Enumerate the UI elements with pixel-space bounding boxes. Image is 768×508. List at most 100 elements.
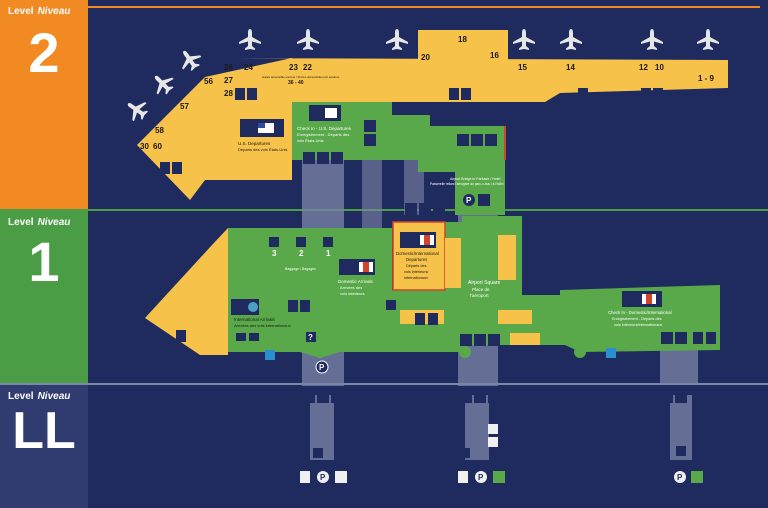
us-departures-fr: Départs des vols États-Unis <box>238 147 287 152</box>
us-departures-title: U.S. Departures <box>238 141 271 146</box>
gate-label: 30 <box>140 142 149 151</box>
baggage-carousels: 3 2 1 <box>269 237 333 258</box>
gate-label: 24 <box>244 63 253 72</box>
top-border <box>88 6 760 8</box>
gate-sub-label: 36 - 40 <box>288 80 304 86</box>
domestic-arrivals-title: Domestic Arrivals <box>338 279 374 284</box>
gate-label: 23 <box>289 63 298 72</box>
escalator-icon <box>661 391 673 403</box>
airplane-icon <box>147 68 178 99</box>
checkin-dom-fr1: Enregistrement - Départs des <box>612 317 662 321</box>
level-caption-fr: Niveau <box>37 217 71 228</box>
phone-icon <box>265 350 275 360</box>
gate-label: 1 - 9 <box>698 74 715 83</box>
parking-icon <box>315 360 329 374</box>
level-caption-fr: Niveau <box>37 391 71 402</box>
restroom-icon <box>415 313 425 325</box>
hotel-link-en: Airport Bridge to Parkade / Hotel <box>450 177 501 181</box>
gate-label: 10 <box>655 63 664 72</box>
airplane-icon <box>297 29 319 50</box>
bus-icon <box>478 194 490 206</box>
gate-label: 18 <box>458 35 467 44</box>
level-2-number: 2 <box>28 21 60 84</box>
gate-label: 20 <box>421 53 430 62</box>
level2-checkin-area <box>292 102 505 172</box>
bus-icon <box>493 471 505 483</box>
dom-intl-dep-fr2: vols intérieurs/ <box>404 270 429 274</box>
airport-square-fr1: Place de <box>472 287 490 292</box>
escalator-icon <box>364 134 376 146</box>
escalator-icon <box>675 391 687 403</box>
restroom-icon <box>578 88 588 100</box>
gate-label: 15 <box>518 63 527 72</box>
checkin-us-fr1: Enregistrement - Départs des <box>297 132 349 137</box>
escalator-icon <box>488 391 500 403</box>
level1-west-wing <box>145 228 228 355</box>
svg-text:P: P <box>466 196 472 205</box>
gate-label: 60 <box>153 142 162 151</box>
baggage-icon <box>323 237 333 247</box>
bus-icon <box>249 333 259 341</box>
restroom-icon <box>428 313 438 325</box>
escalator-icon <box>405 203 417 215</box>
airplane-icon <box>239 29 261 50</box>
escalator-icon <box>485 134 497 146</box>
escalator-icon <box>433 203 445 215</box>
level2-bridge <box>455 160 505 215</box>
checkin-us-fr2: vols États-Unis <box>297 138 324 143</box>
escalator-icon <box>661 332 673 344</box>
gate-label: 22 <box>303 63 312 72</box>
svg-text:P: P <box>677 473 683 482</box>
domestic-arrivals-fr1: Arrivées des <box>340 285 362 290</box>
gate-label: 56 <box>204 77 213 86</box>
gate-label: 27 <box>224 76 233 85</box>
restroom-icon <box>458 471 468 483</box>
airplane-icon <box>174 44 205 75</box>
restroom-icon <box>160 162 170 174</box>
info-icon <box>488 424 498 434</box>
airport-square-title: Airport Square <box>468 280 500 286</box>
level1-shop-strip-2 <box>498 310 532 324</box>
escalator-icon <box>419 203 431 215</box>
dom-intl-dep-title1: Domestic/International <box>396 251 439 256</box>
carousel-label: 1 <box>326 249 331 258</box>
gate-bus-caption: Gates accessible via bus / Portes access… <box>262 75 340 79</box>
level1-services-strip <box>445 238 461 288</box>
restroom-icon <box>461 88 471 100</box>
level1-icons: ? P <box>176 232 716 374</box>
escalator-icon <box>675 332 687 344</box>
info-icon <box>306 332 316 342</box>
elevator-icon <box>460 448 470 458</box>
carousel-label: 3 <box>272 249 277 258</box>
ll-icons: P P P <box>300 391 703 483</box>
connector-east <box>660 345 698 385</box>
level-caption-fr: Niveau <box>37 6 71 17</box>
level-2-divider <box>0 209 768 211</box>
dom-intl-dep-fr1: Départs des <box>406 264 427 268</box>
restroom-icon <box>288 300 298 312</box>
escalator-icon <box>460 391 472 403</box>
level1-square-counter <box>510 333 540 345</box>
airplane-icon <box>513 29 535 50</box>
restroom-icon <box>449 88 459 100</box>
dom-intl-dep-title2: Departures <box>406 257 427 262</box>
gate-label: 12 <box>639 63 648 72</box>
restroom-icon <box>300 300 310 312</box>
restroom-icon <box>653 88 663 100</box>
escalator-icon <box>474 334 486 346</box>
level2-icons: P <box>160 88 663 215</box>
taxi-icon <box>335 471 347 483</box>
level-caption-en: Level <box>8 391 34 402</box>
baggage-icon <box>269 237 279 247</box>
bus-icon <box>691 471 703 483</box>
restroom-icon <box>247 88 257 100</box>
escalator-icon <box>386 300 396 310</box>
level-caption-en: Level <box>8 6 34 17</box>
airplane-icon <box>386 29 408 50</box>
escalator-icon <box>331 152 343 164</box>
dom-intl-dep-fr3: internationaux <box>404 276 428 280</box>
taxi-icon <box>236 333 246 341</box>
phone-icon <box>488 437 498 447</box>
